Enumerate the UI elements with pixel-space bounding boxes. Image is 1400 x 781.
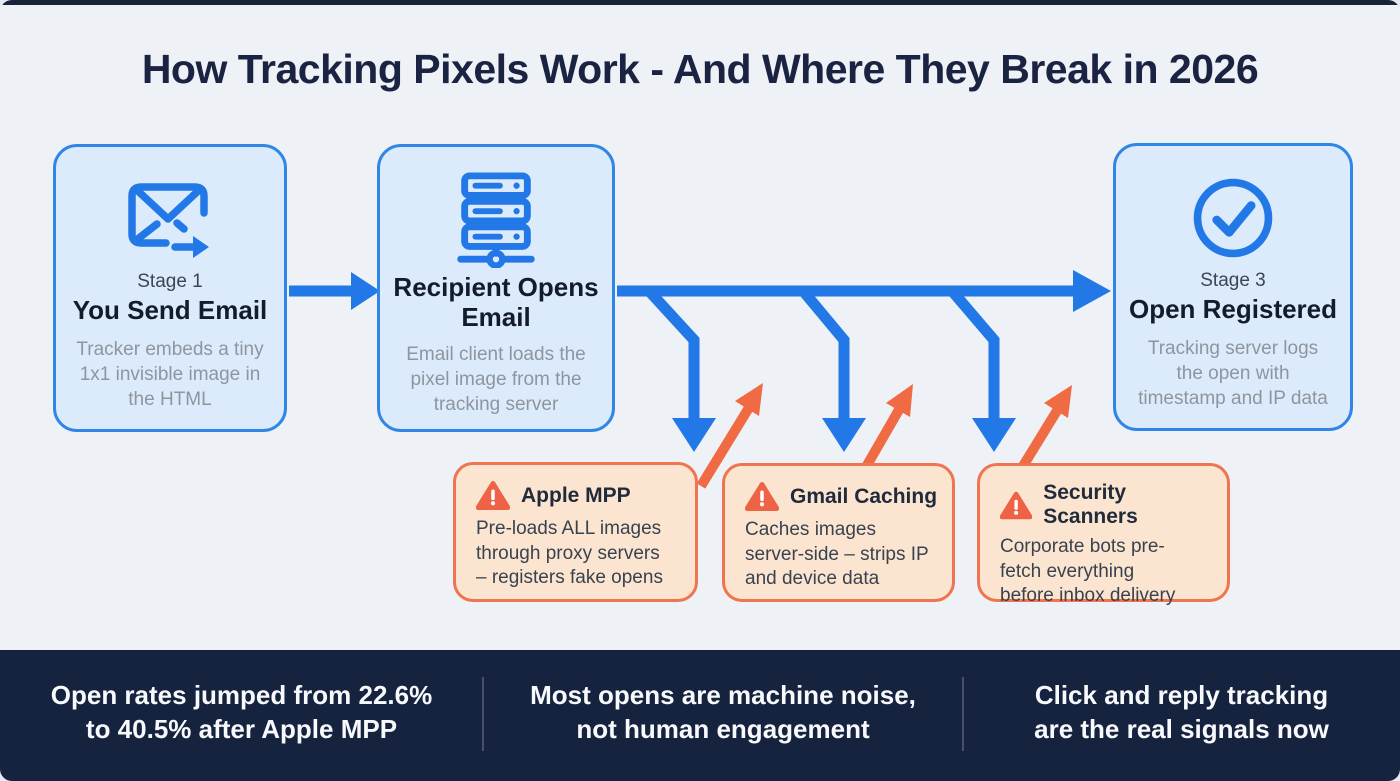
server-icon bbox=[380, 171, 612, 268]
breakpoint-description: Pre-loads ALL images through proxy serve… bbox=[476, 518, 663, 589]
warning-triangle-icon bbox=[476, 481, 510, 510]
breakpoint-card-security-scanners: Security Scanners Corporate bots pre-fet… bbox=[977, 463, 1230, 606]
stage-description: Tracker embeds a tiny 1x1 invisible imag… bbox=[76, 338, 264, 411]
footer-stat-line: not human engagement bbox=[576, 713, 870, 744]
page-title: How Tracking Pixels Work - And Where The… bbox=[141, 46, 1259, 92]
footer-stat-real-signals: Click and reply tracking are the real si… bbox=[963, 650, 1400, 781]
footer-stat-line: Click and reply tracking bbox=[1034, 679, 1329, 710]
branch-arrow-gmail-caching bbox=[799, 288, 866, 452]
footer-stat-line: Most opens are machine noise, bbox=[530, 679, 916, 710]
footer-stat-machine-noise: Most opens are machine noise, not human … bbox=[483, 650, 963, 781]
top-accent-bar bbox=[0, 0, 1400, 5]
email-send-icon bbox=[56, 171, 284, 267]
stage-description: Tracking server logs the open with times… bbox=[1138, 337, 1328, 410]
footer-stat-line: to 40.5% after Apple MPP bbox=[85, 713, 398, 744]
breakpoint-card-apple-mpp: Apple MPP Pre-loads ALL images through p… bbox=[453, 462, 698, 602]
breakpoint-title: Apple MPP bbox=[521, 483, 631, 507]
warning-triangle-icon bbox=[1000, 491, 1033, 519]
stage-title: Open Registered bbox=[1128, 294, 1338, 324]
check-circle-icon bbox=[1116, 170, 1350, 266]
footer-divider bbox=[962, 677, 964, 751]
breakpoint-card-gmail-caching: Gmail Caching Caches images server-side … bbox=[722, 463, 955, 602]
footer-stat-open-rates: Open rates jumped from 22.6% to 40.5% af… bbox=[0, 650, 483, 781]
branch-arrow-security-scanners bbox=[948, 288, 1016, 452]
breakpoint-description: Caches images server-side – strips IP an… bbox=[745, 519, 929, 590]
stage-card-recipient-opens-email: Recipient Opens Email Email client loads… bbox=[377, 144, 615, 432]
arrow-stage2-to-stage3 bbox=[617, 270, 1111, 312]
warning-triangle-icon bbox=[745, 482, 779, 511]
stage-card-you-send-email: Stage 1 You Send Email Tracker embeds a … bbox=[53, 144, 287, 432]
footer-divider bbox=[482, 677, 484, 751]
branch-arrow-apple-mpp bbox=[645, 288, 716, 452]
footer-stat-line: Open rates jumped from 22.6% bbox=[50, 679, 433, 710]
stage-label: Stage 3 bbox=[1200, 270, 1266, 291]
stage-title: Recipient Opens Email bbox=[393, 272, 599, 332]
footer-stats-bar: Open rates jumped from 22.6% to 40.5% af… bbox=[0, 650, 1400, 781]
stage-title: You Send Email bbox=[72, 295, 268, 325]
breakpoint-description: Corporate bots pre-fetch everything befo… bbox=[1000, 536, 1176, 607]
arrow-stage1-to-stage2 bbox=[289, 272, 380, 310]
breakpoint-title: Security Scanners bbox=[1043, 481, 1138, 528]
stage-description: Email client loads the pixel image from … bbox=[406, 343, 586, 416]
stage-card-open-registered: Stage 3 Open Registered Tracking server … bbox=[1113, 143, 1353, 431]
stage-label: Stage 1 bbox=[137, 271, 203, 292]
footer-stat-line: are the real signals now bbox=[1034, 713, 1329, 744]
breakpoint-title: Gmail Caching bbox=[790, 484, 938, 508]
